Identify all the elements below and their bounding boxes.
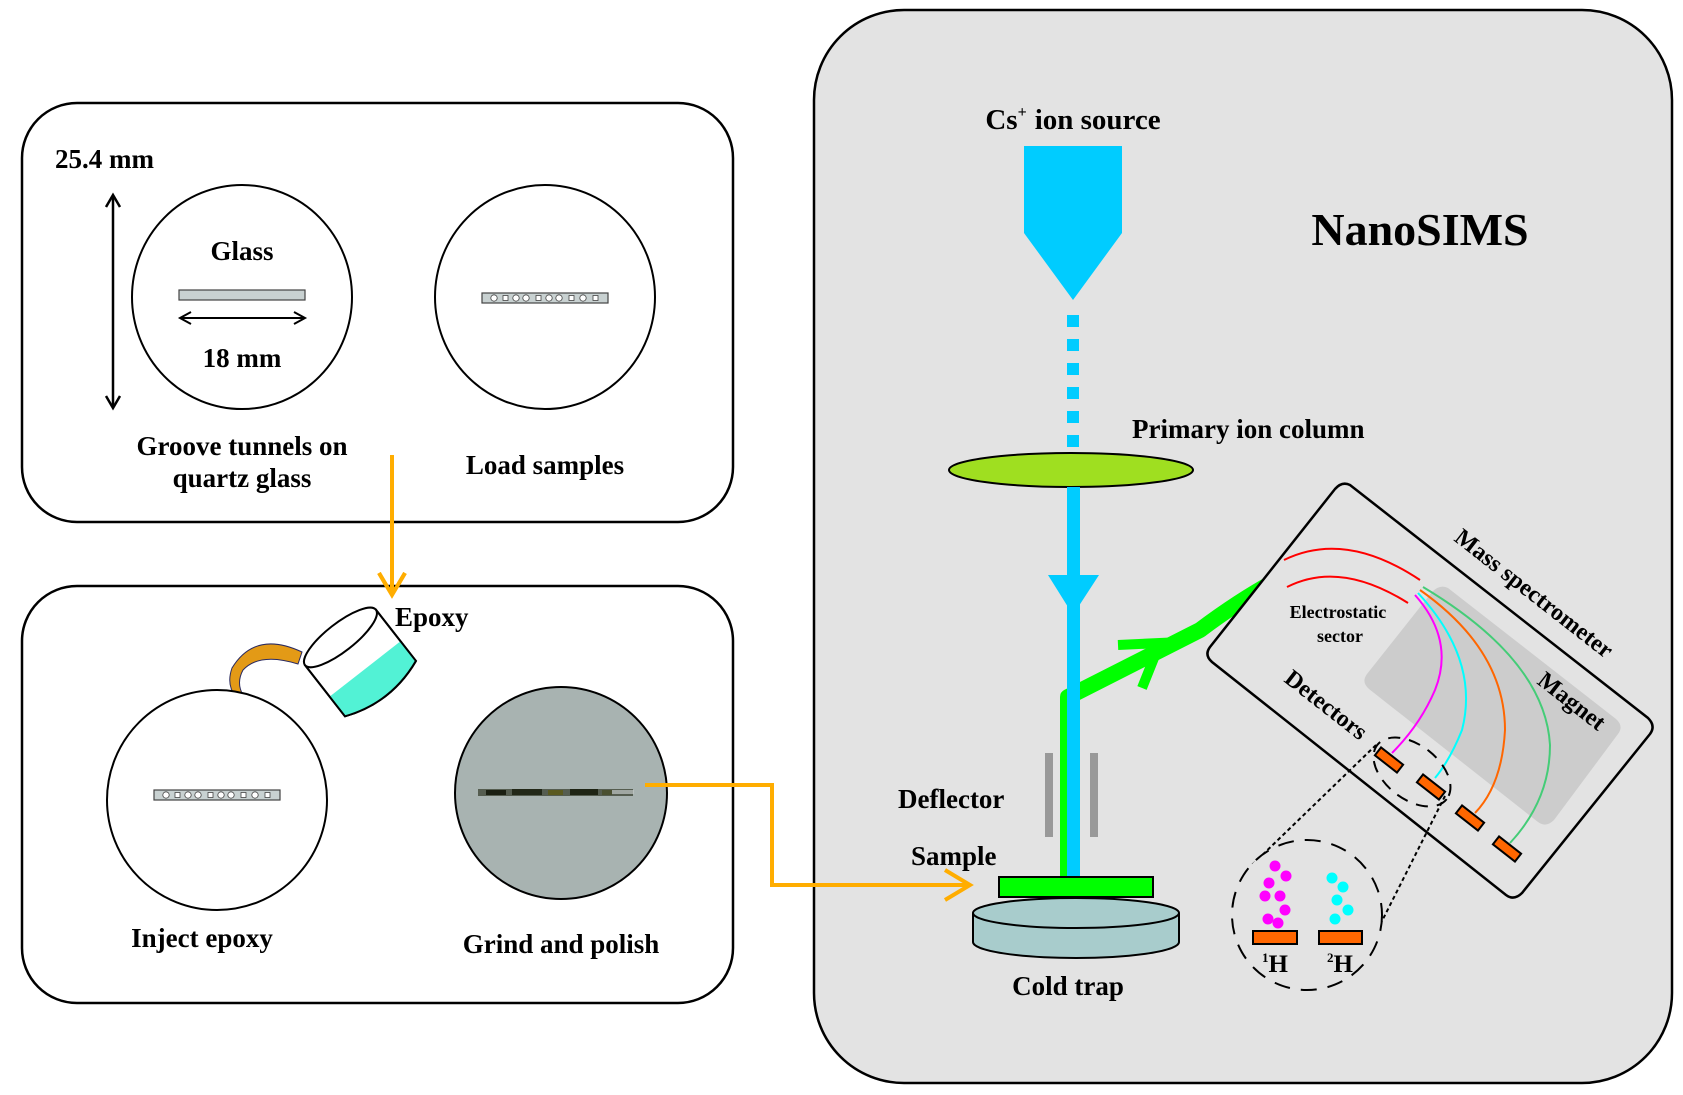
dimension-vertical-arrow	[104, 192, 122, 411]
nanosims-panel: Cs+ion source NanoSIMS Primary ion colum…	[812, 8, 1674, 1085]
detector-4	[1491, 835, 1523, 863]
epoxy-cup-icon	[302, 606, 418, 718]
2H-ions	[1326, 872, 1354, 925]
detector-2H	[1318, 930, 1363, 945]
magnet-region	[1364, 586, 1621, 825]
ion-path-3	[1419, 589, 1507, 814]
esa-plate-outer	[1283, 547, 1421, 581]
primary-ion-lens	[948, 452, 1194, 488]
mass-spectrometer: Electrostatic sector Mass spectrometer M…	[1206, 482, 1654, 899]
1H-ions	[1259, 860, 1292, 929]
dimension-vertical-label: 25.4 mm	[55, 144, 154, 174]
primary-ion-beam	[1067, 487, 1080, 877]
detector-3	[1454, 804, 1486, 832]
detector-1	[1373, 746, 1405, 774]
ion-path-1H	[1391, 594, 1443, 754]
step-grind-polish-label: Grind and polish	[463, 929, 660, 959]
cold-trap-label: Cold trap	[1012, 971, 1124, 1001]
cs-ion-source	[1024, 146, 1122, 300]
step-groove-label-line1: Groove tunnels on	[136, 431, 347, 461]
isotope-2H-label: 2H	[1327, 950, 1354, 978]
nanosims-title: NanoSIMS	[1311, 204, 1528, 255]
esa-plate-inner	[1286, 575, 1409, 604]
epoxy-label: Epoxy	[395, 602, 469, 632]
loaded-sample-bar	[481, 292, 609, 304]
prep-panel-top: 25.4 mm Glass 18 mm Groove tunnels on qu…	[20, 101, 735, 524]
ion-source-label: Cs+ion source	[985, 104, 1160, 136]
glass-label: Glass	[210, 236, 273, 266]
deflector-plate-right	[1090, 753, 1098, 837]
primary-beam-dashed	[1067, 315, 1079, 447]
deflector-plate-left	[1045, 753, 1053, 837]
detector-inset-circle	[1231, 839, 1383, 991]
dimension-horizontal-label: 18 mm	[203, 343, 282, 373]
deflector-label: Deflector	[898, 784, 1004, 814]
sample-mount	[998, 876, 1154, 898]
flow-arrow-to-nanosims	[645, 783, 974, 902]
step-load-samples-label: Load samples	[466, 450, 624, 480]
step-inject-epoxy-label: Inject epoxy	[131, 923, 273, 953]
cold-trap	[972, 897, 1180, 959]
sample-label: Sample	[911, 841, 997, 871]
dimension-horizontal-arrow	[177, 311, 308, 325]
prep-panel-bottom: Epoxy Inject epoxy	[20, 571, 735, 1005]
primary-beam-arrowhead	[1048, 575, 1099, 615]
electrostatic-sector-label-line2: sector	[1317, 626, 1363, 646]
ion-path-4	[1422, 586, 1552, 844]
detector-inset: 1H 2H	[1231, 744, 1446, 991]
primary-column-label: Primary ion column	[1132, 414, 1364, 444]
ion-path-2H	[1417, 592, 1468, 779]
polished-mount-photo	[454, 686, 668, 900]
detector-1H	[1252, 930, 1298, 945]
electrostatic-sector-label-line1: Electrostatic	[1290, 602, 1387, 622]
isotope-1H-label: 1H	[1262, 950, 1289, 978]
step-groove-label-line2: quartz glass	[173, 463, 312, 493]
detector-2	[1415, 773, 1447, 801]
groove-tunnel-bar	[178, 289, 306, 301]
embedded-sample-bar	[153, 789, 281, 801]
secondary-beam-arrowhead	[1117, 637, 1168, 690]
